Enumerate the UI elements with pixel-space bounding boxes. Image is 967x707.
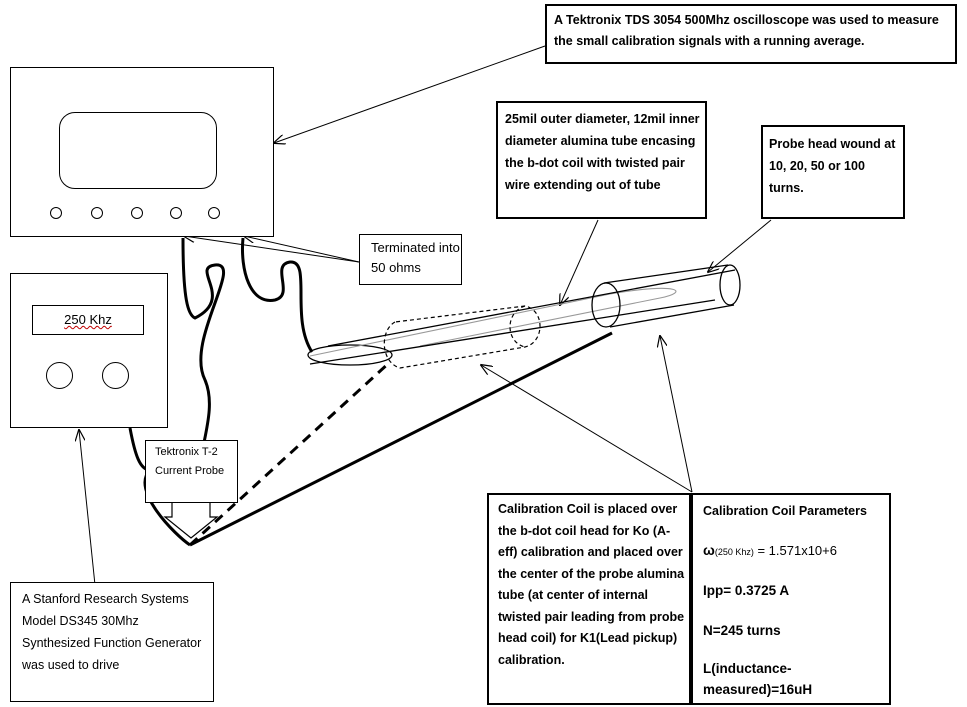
probe-head-bottom [609,304,735,328]
probe-head-note-box [761,125,905,219]
tube-note-box [496,101,707,219]
calibration-note: Calibration Coil is placed over the b-do… [498,502,685,667]
params-omega: ω(250 Khz) = 1.571x10+6 [703,540,888,563]
oscilloscope-knob-5 [208,207,220,219]
probe-head-top [603,264,729,284]
oscilloscope-screen [59,112,217,189]
oscilloscope-knob-2 [91,207,103,219]
omega-value: = 1.571x10+6 [753,543,837,558]
arrow-terminated-2 [244,236,360,263]
oscilloscope-knob-4 [170,207,182,219]
generator-display-text: 250 Khz [32,310,144,330]
params-n: N=245 turns [703,623,781,638]
scope-cable-1 [181,237,226,476]
parameters-box [691,493,891,705]
generator-knob-2 [102,362,129,389]
params-l: L(inductance-measured)=16uH [703,661,813,697]
probe-head-right [719,264,741,306]
generator-knob-1 [46,362,73,389]
calibration-note-box [487,493,691,705]
arrow-to-tube [560,219,599,305]
params-title: Calibration Coil Parameters [703,504,867,518]
oscilloscope-knob-3 [131,207,143,219]
current-probe-note: Tektronix T-2 Current Probe [155,446,225,477]
arrow-calib-2 [660,336,693,493]
oscilloscope-knob-1 [50,207,62,219]
probe-inner-wire [309,287,677,357]
probe-head-note: Probe head wound at 10, 20, 50 or 100 tu… [769,137,896,195]
tube-note: 25mil outer diameter, 12mil inner diamet… [505,112,700,192]
probe-tube-left-end [307,344,393,366]
function-generator [10,273,168,428]
generator-note-box [10,582,214,702]
generator-display [32,305,144,335]
terminated-note-box [359,234,462,285]
arrow-calib-1 [481,365,693,493]
omega-subscript: (250 Khz) [714,547,754,557]
generator-note: A Stanford Research Systems Model DS345 … [22,592,202,672]
params-ipp: Ipp= 0.3725 A [703,583,790,598]
oscilloscope-note-box [545,4,957,64]
arrow-to-probe-head [708,219,772,272]
calibration-loop-dashed [188,360,392,547]
scope-cable-2 [240,237,314,353]
omega-symbol: ω [703,542,715,558]
dashed-calibration-coil [383,305,541,369]
probe-head-left [591,282,621,328]
arrow-to-generator [79,430,96,586]
oscilloscope-note: A Tektronix TDS 3054 500Mhz oscilloscope… [554,13,939,48]
arrow-to-oscilloscope [274,45,546,143]
calibration-loop-solid [189,331,613,547]
probe-tube-bottom [309,299,716,365]
terminated-note: Terminated into 50 ohms [371,240,460,275]
arrow-terminated-1 [184,236,360,263]
current-probe-shape [163,503,219,539]
current-probe-note-box [145,440,238,503]
generator-frequency: 250 Khz [64,312,112,327]
